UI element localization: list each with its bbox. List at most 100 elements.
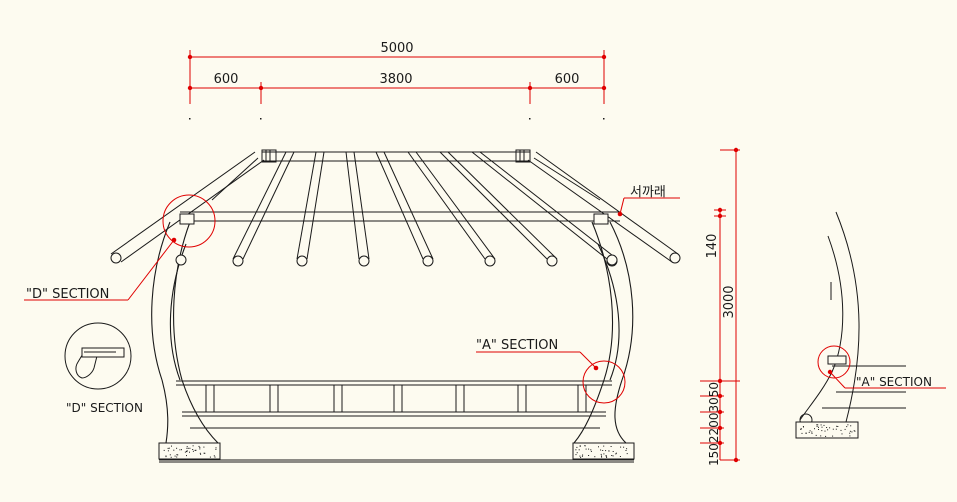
hatch-dot [168,447,170,449]
side-a-section-caption: "A" SECTION [856,375,932,389]
ridge-blocks [261,149,531,163]
hatch-dot [575,454,577,456]
hatch-dot [590,449,592,451]
rafter-end [546,255,558,267]
footings [158,442,635,460]
hatch-dot [625,450,627,451]
hatch-dot [194,449,196,451]
hatch-dot [173,449,175,451]
hatch-dot [186,447,188,449]
hatch-dot [826,427,828,428]
hatch-dot [192,450,194,452]
rafter-end [296,255,308,267]
hatch-dot [600,449,602,451]
hatch-dot [840,429,842,431]
right-column [573,221,634,444]
hatch-dot [171,445,172,447]
hatch-dot [837,426,839,427]
hatch-dot [805,432,807,434]
hatch-dot [605,455,607,456]
hatch-dot [203,452,205,454]
hatch-dot [594,456,596,458]
hatch-dot [851,431,853,433]
dimension-tick-marks [187,54,607,91]
side-section-view [795,211,906,439]
hatch-dot [192,445,194,447]
hatch-dot [827,429,829,431]
hatch-dot [200,453,202,455]
extension-dots [189,118,605,120]
hatch-dot [204,452,206,454]
column-caps [179,213,609,225]
rafter-end [422,255,434,267]
hatch-dot [817,424,819,426]
hatch-dot [585,448,587,450]
hatch-dot [815,434,817,436]
hatch-dot [214,456,216,458]
hatch-dot [820,424,822,426]
hatch-dot [836,425,838,427]
roof-frame [110,151,679,263]
hatch-dot [853,430,855,432]
rafter [345,151,370,267]
a-section-callout: "A" SECTION [476,338,558,353]
hatch-dot [821,430,823,432]
hatch-dot [803,426,804,428]
hatch-dot [165,455,167,457]
d-section-callout: "D" SECTION [26,287,109,302]
hatch-dot [170,456,172,458]
hatch-dot [605,450,607,452]
hatch-dot [809,430,811,432]
hatch-dot [167,450,169,452]
hatch-dot [198,445,200,447]
hatch-dot [579,445,581,447]
hatch-dot [186,455,187,457]
hatch-dot [579,455,581,457]
hatch-dot [215,447,217,449]
hatch-dot [844,428,846,430]
hatch-dot [800,428,801,430]
hatch-dot [213,455,215,457]
ground-line [159,459,634,463]
hatch-dot [603,445,605,447]
hatch-dot [608,450,610,452]
rafter-note: 서까래 [630,185,666,200]
hatch-dot [177,454,179,456]
hatch-dot [576,446,578,448]
hatch-dot [825,435,827,437]
hatch-dot [835,428,837,430]
hatch-dot [199,448,201,450]
dim-right-overhang: 600 [555,72,580,87]
hatch-dot [818,429,819,430]
rafter [211,157,259,201]
hatch-dot [832,435,834,437]
rafter-note-leader [619,197,680,215]
hatch-dot [186,450,188,452]
hatch-dot [841,433,843,435]
hatch-dot [181,449,182,451]
hatch-dot [186,446,188,448]
hatch-dot [167,447,169,449]
hatch-dot [818,426,819,428]
rafter [232,151,295,267]
hatch-dot [626,453,628,455]
hatch-dot [824,430,826,432]
hatch-dot [189,447,191,449]
hatch-dot [203,446,205,448]
hatch-dot [615,453,617,455]
hatch-dot [184,451,186,453]
hatch-dot [578,449,580,451]
rafter [439,151,558,267]
footing-hatch [163,445,628,458]
hatch-dot [808,431,810,433]
dim-rafter-height: 140 [705,234,720,259]
hatch-dot [615,452,617,454]
hatch-dot [186,450,187,452]
hatch-dot [189,451,190,453]
hatch-dot [603,453,605,455]
hatch-dot [601,455,602,457]
d-section-marker [24,194,216,301]
hatch-dot [849,435,851,437]
hatch-dot [605,455,607,457]
hatch-dot [163,449,165,451]
